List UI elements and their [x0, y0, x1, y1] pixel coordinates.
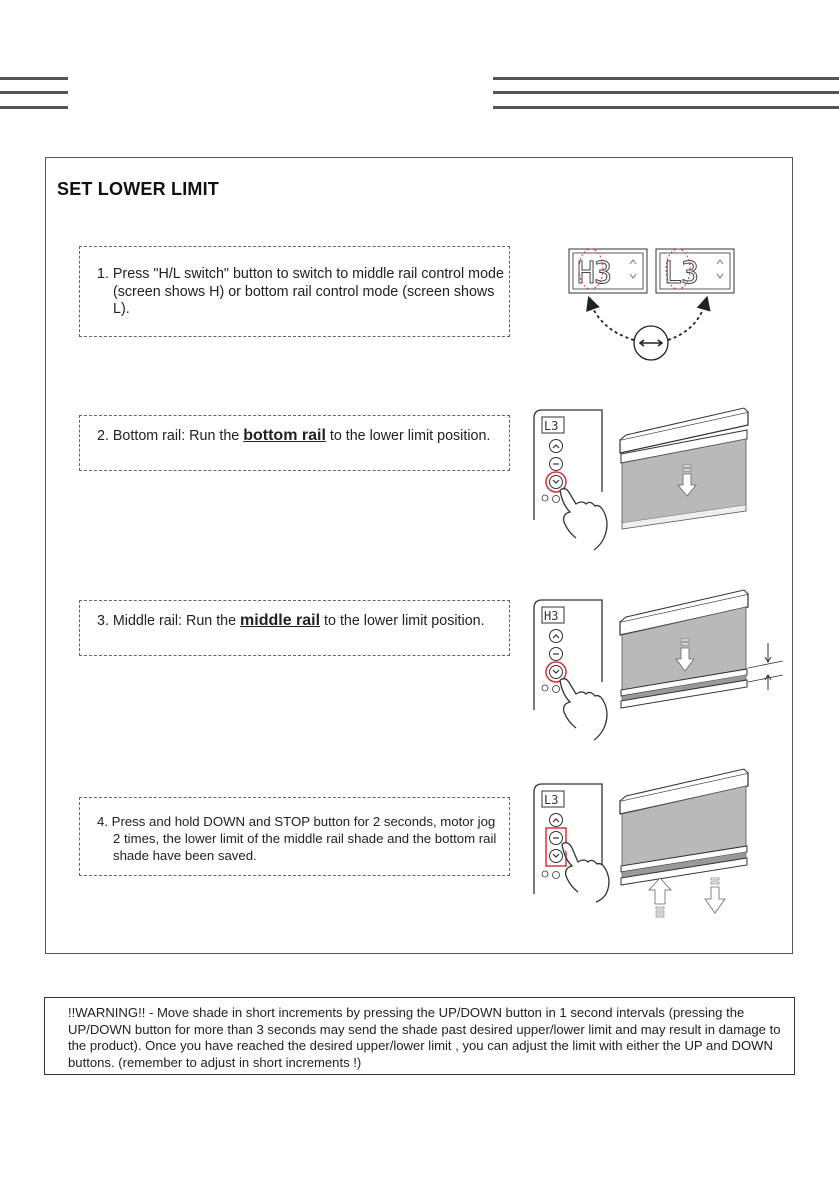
- step-2-text: 2. Bottom rail: Run the bottom rail to t…: [97, 427, 505, 446]
- remote-control-icon: [533, 409, 603, 520]
- instruction-panel: [45, 157, 793, 954]
- headrail: [619, 411, 749, 454]
- display-h-mode: H3: [568, 248, 648, 294]
- middle-rail: [620, 429, 748, 464]
- step-3-lead: 3. Middle rail: Run the: [97, 613, 241, 629]
- step-2-tail: to the lower limit position.: [325, 428, 491, 444]
- arrow-down-icon: [704, 877, 726, 914]
- step-1-text: 1. Press "H/L switch" button to switch t…: [97, 266, 505, 319]
- warning-box: [44, 997, 795, 1075]
- hand-pointer-icon: [561, 842, 610, 903]
- section-title: SET LOWER LIMIT: [57, 179, 219, 199]
- header-rule-left-3: [0, 106, 68, 109]
- bottom-rail: [620, 679, 748, 709]
- display-l-text: L3: [664, 256, 698, 291]
- step-3-box: [79, 600, 510, 656]
- step-4-box: [79, 797, 510, 876]
- remote-screen: [541, 606, 565, 624]
- header-rule-left-1: [0, 77, 68, 80]
- remote-screen-text: L3: [544, 419, 558, 433]
- bottom-rail: [620, 857, 748, 886]
- down-button-highlight: [545, 471, 567, 493]
- switch-arrow-right: [667, 295, 711, 341]
- remote-screen-text: H3: [544, 609, 558, 623]
- middle-rail: [620, 668, 748, 697]
- step-3-tail: to the lower limit position.: [320, 613, 485, 629]
- remote-illustration-2: L3: [533, 409, 608, 551]
- middle-rail: [620, 845, 748, 873]
- step-4-text: 4. Press and hold DOWN and STOP button f…: [97, 813, 505, 864]
- remote-illustration-4: L3: [533, 783, 610, 903]
- step-2-box: [79, 415, 510, 471]
- headrail: [619, 772, 749, 815]
- header-rule-left-2: [0, 91, 68, 94]
- step-4-lead: 4. Press and hold DOWN and STOP button f…: [97, 814, 497, 863]
- remote-screen: [541, 790, 565, 808]
- step-3-text: 3. Middle rail: Run the middle rail to t…: [97, 612, 505, 631]
- step-1-lead: 1. Press "H/L switch" button to switch t…: [97, 266, 504, 317]
- h-down-icon: [629, 273, 637, 279]
- shade-illustration-2: [619, 407, 749, 530]
- h-up-icon: [629, 259, 637, 265]
- down-button: [549, 475, 563, 489]
- step-3-emphasis: middle rail: [240, 612, 321, 629]
- display-l-mode: L3: [655, 248, 735, 294]
- warning-text: !!WARNING!! - Move shade in short increm…: [68, 1005, 781, 1070]
- down-button: [549, 849, 563, 863]
- double-arrow-icon: [633, 325, 669, 361]
- up-button: [549, 813, 563, 827]
- up-button: [549, 629, 563, 643]
- hand-pointer-icon: [559, 678, 608, 741]
- down-button: [549, 665, 563, 679]
- arrow-up-icon: [648, 877, 672, 918]
- remote-screen: [541, 416, 565, 434]
- shade-illustration-3: [619, 589, 784, 709]
- arrow-down-icon: [675, 638, 695, 672]
- header-rule-right-3: [493, 106, 839, 109]
- arrow-down-icon: [677, 464, 697, 497]
- display-h-text: H3: [577, 256, 611, 291]
- header-rule-right-2: [493, 91, 839, 94]
- header-rule-right-1: [493, 77, 839, 80]
- l-down-icon: [716, 273, 724, 279]
- h-highlight-circle: [578, 248, 604, 290]
- shade-illustration-4: [619, 768, 749, 918]
- switch-arrow-left: [586, 295, 635, 341]
- remote-control-icon: [533, 599, 603, 710]
- gap-indicator: [747, 643, 784, 690]
- step-1-box: [79, 246, 510, 337]
- headrail: [619, 593, 749, 636]
- hand-pointer-icon: [559, 488, 608, 551]
- l-highlight-circle: [665, 248, 691, 290]
- step-2-emphasis: bottom rail: [243, 427, 326, 444]
- hl-switch-illustration: H3 L3: [568, 248, 735, 361]
- remote-illustration-3: H3: [533, 599, 608, 741]
- remote-screen-text: L3: [544, 793, 558, 807]
- down-button-highlight: [545, 661, 567, 683]
- up-button: [549, 439, 563, 453]
- step-2-lead: 2. Bottom rail: Run the: [97, 428, 244, 444]
- l-up-icon: [716, 259, 724, 265]
